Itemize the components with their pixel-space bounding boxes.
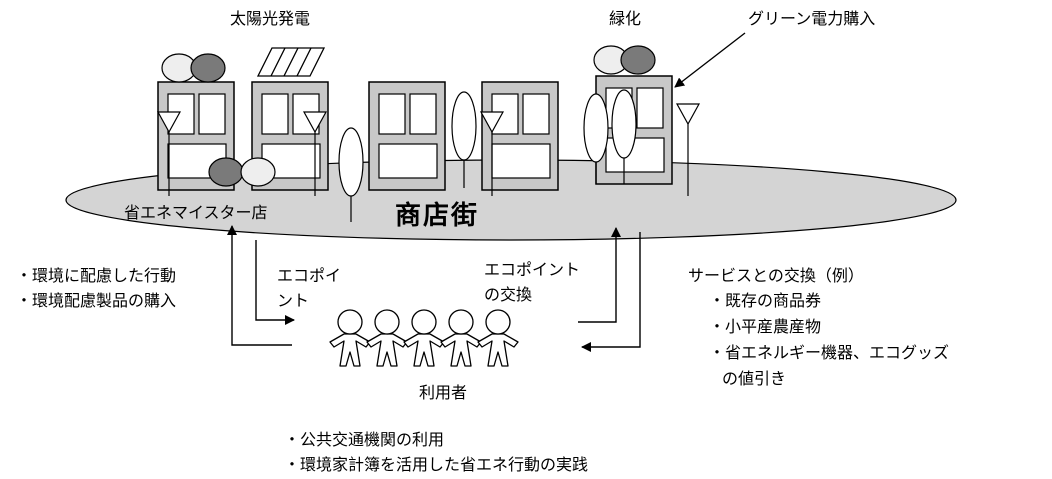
green-power-label: グリーン電力購入 [748,9,876,28]
service-exchange-arrow [581,232,641,352]
actions-to-shop-arrow [227,225,292,346]
person-icon [403,309,445,367]
service-item-1: ・既存の商品券 [709,291,822,310]
left-action-2: ・環境配慮製品の購入 [16,291,177,310]
service-item-3: ・省エネルギー機器、エコグッズ [709,343,950,362]
users-people-icon [329,309,519,367]
bottom-action-1: ・公共交通機関の利用 [284,430,445,449]
roof-circles-building-1 [161,53,226,83]
eco-point-exchange-arrow [578,227,621,323]
tree-triangle-1 [156,111,182,196]
person-icon [329,309,371,367]
tree-triangle-2 [302,111,328,196]
eco-point-exchange-line1: エコポイント [484,260,581,279]
tree-oval-4 [611,89,637,184]
tree-triangle-3 [479,111,505,196]
service-item-2: ・小平産農産物 [709,317,822,336]
eco-point-issue-arrow [255,240,295,325]
service-item-4: の値引き [722,369,787,388]
services-title: サービスとの交換（例） [688,266,864,285]
tree-oval-3 [583,93,609,184]
greening-label: 緑化 [609,9,642,28]
solar-power-label: 太陽光発電 [230,9,311,28]
left-action-1: ・環境に配慮した行動 [16,266,177,285]
roof-circles-building-5 [593,45,656,75]
shop-district-label: 商店街 [395,201,480,231]
bottom-action-2: ・環境家計簿を活用した省エネ行動の実践 [284,455,589,474]
eco-point-label-line2: ント [277,291,310,310]
person-icon [440,309,482,367]
users-label: 利用者 [419,383,468,402]
eco-point-exchange-line2: の交換 [484,285,533,304]
green-power-arrow [674,32,746,88]
tree-triangle-4 [675,103,701,196]
building-4 [481,81,559,191]
tree-oval-1 [338,127,364,222]
person-icon [477,309,519,367]
solar-panel-icon [256,47,326,77]
eco-point-label-line1: エコポイ [277,266,342,285]
energy-meister-shop-label: 省エネマイスター店 [124,203,268,222]
building-1 [157,81,235,191]
person-icon [366,309,408,367]
tree-oval-2 [451,91,477,188]
building-3 [368,81,446,191]
ground-circles [208,157,276,187]
